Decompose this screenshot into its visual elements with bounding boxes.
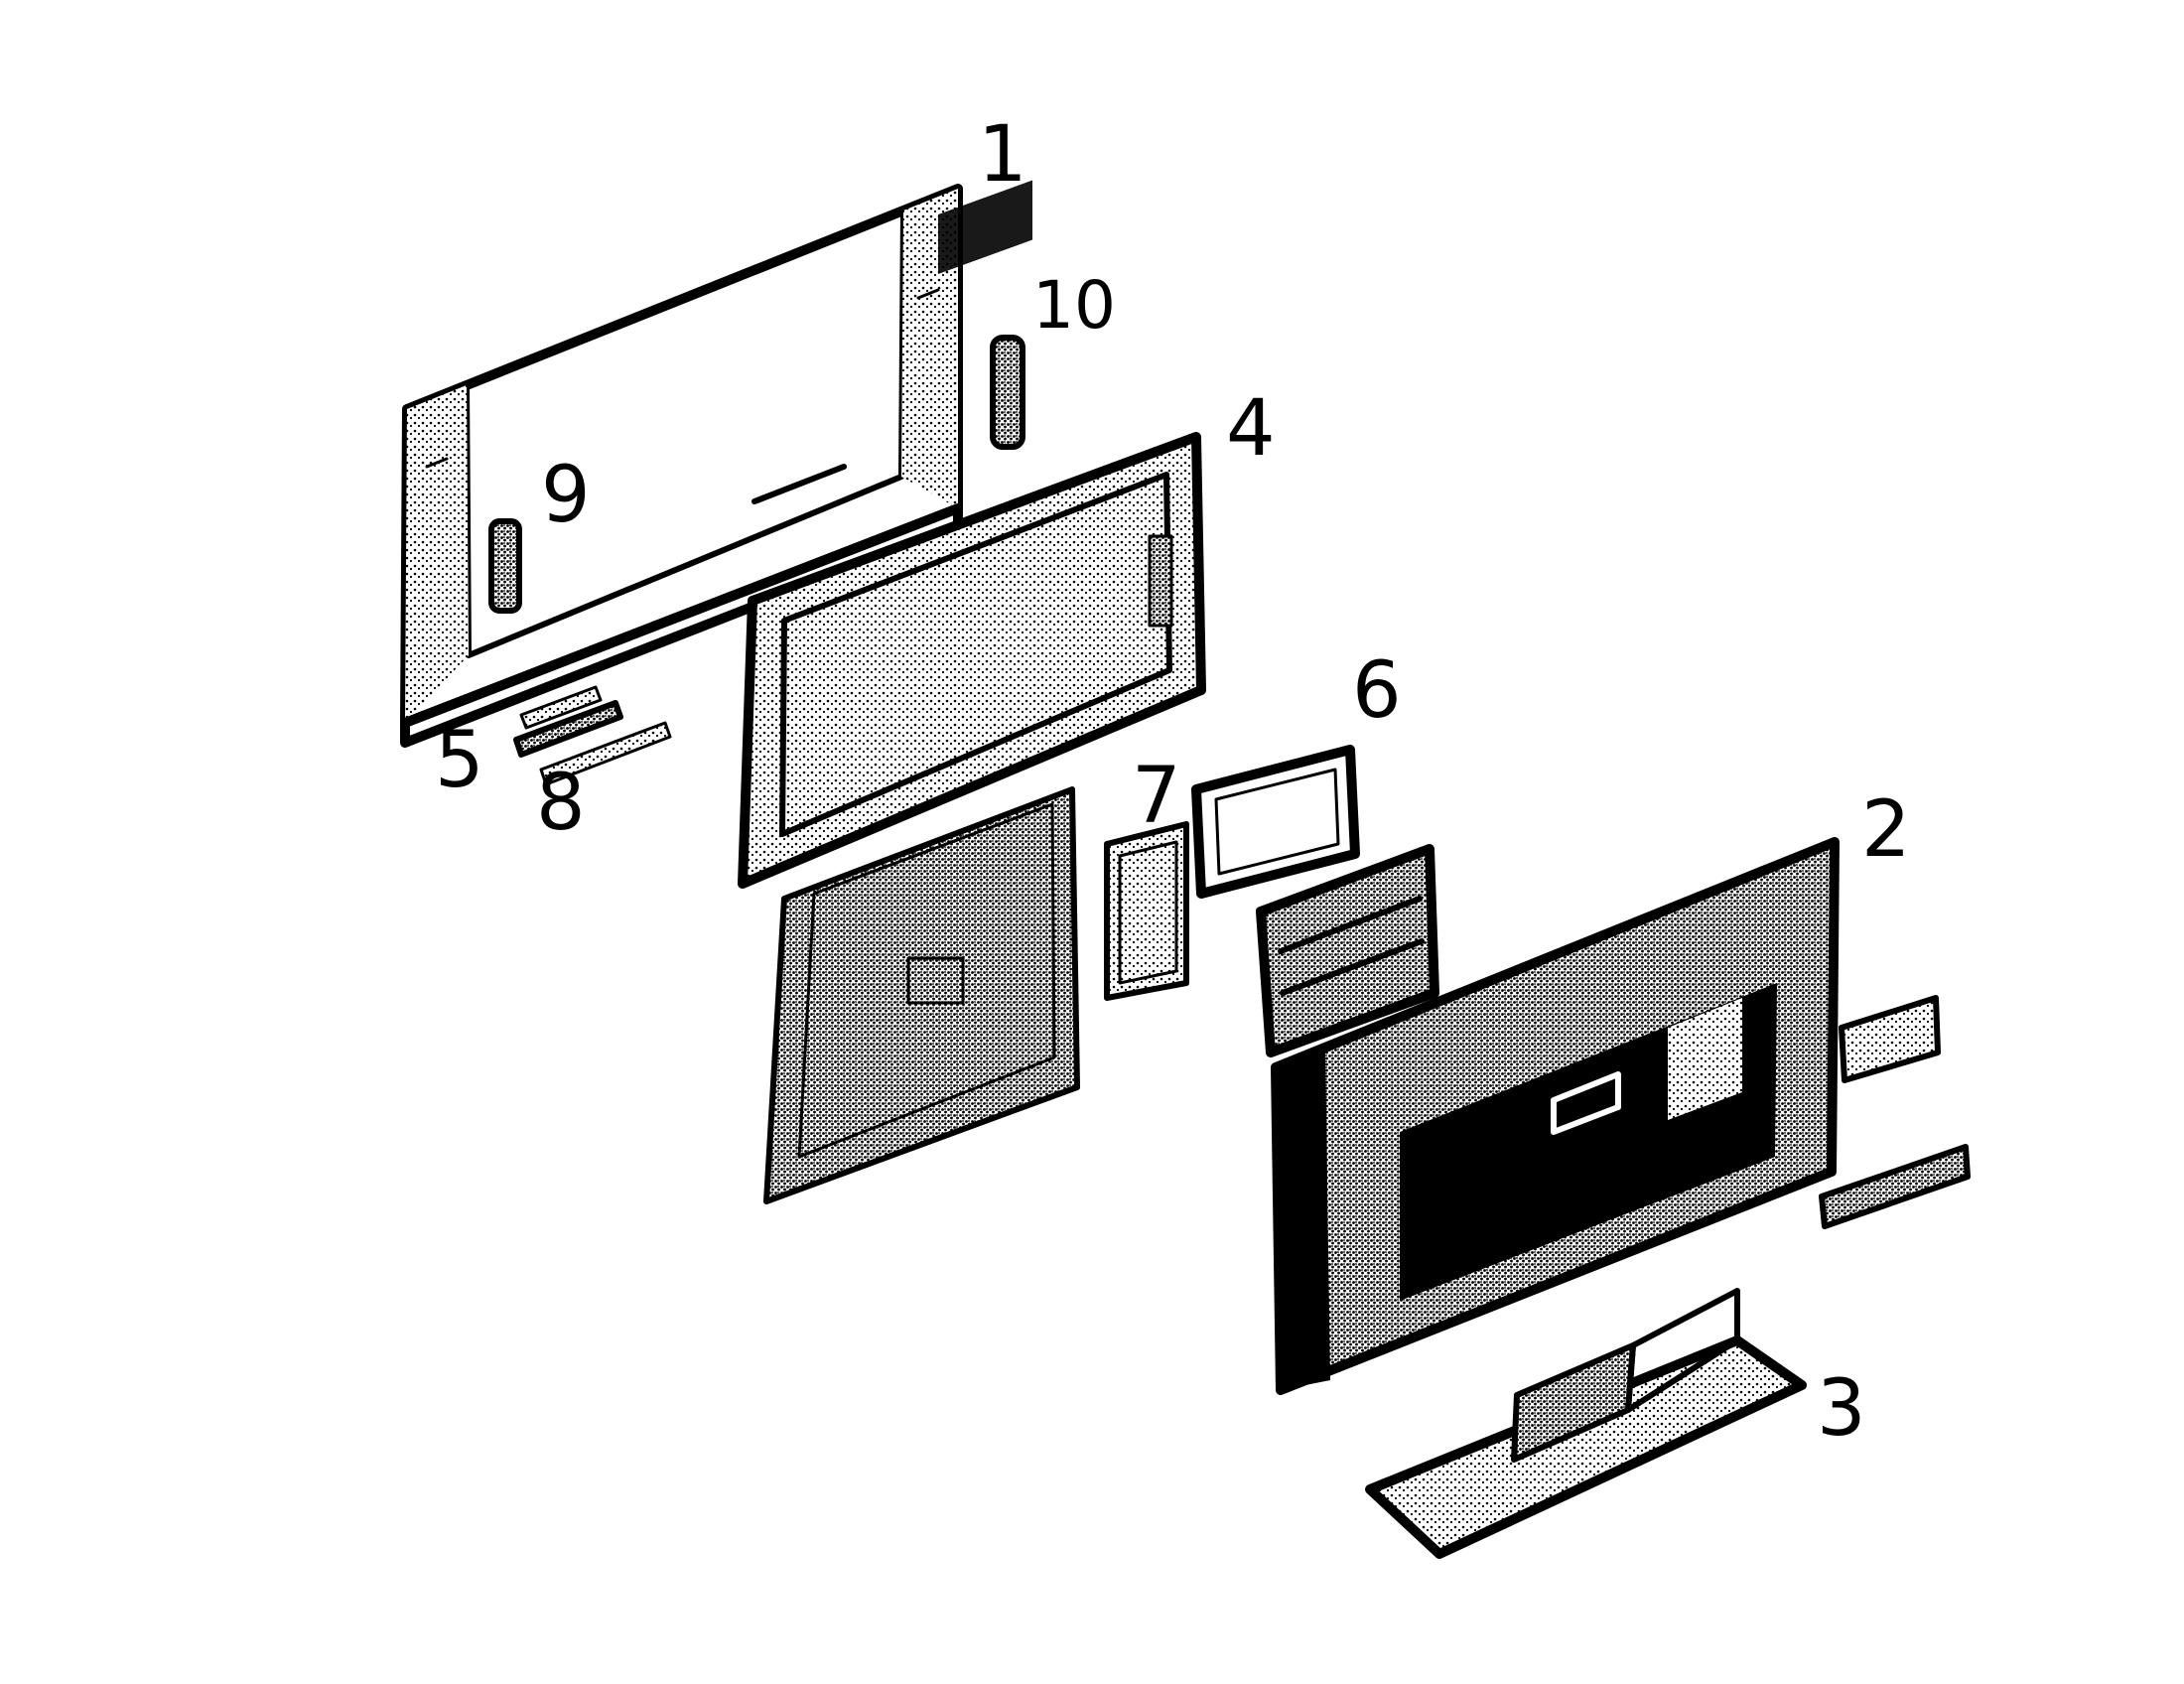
- speaker-block: [1256, 844, 1439, 1057]
- part-10-component: [990, 335, 1025, 450]
- part-3-stand: [1365, 1288, 1807, 1559]
- label-part-9: 9: [541, 451, 591, 540]
- part-9-button: [488, 518, 522, 614]
- part-7-board: [1104, 821, 1189, 1001]
- part-2-back-cover: [1271, 837, 1840, 1395]
- label-plate: [1839, 995, 1941, 1083]
- label-part-1: 1: [978, 110, 1027, 200]
- cable-strip: [1819, 1144, 1971, 1229]
- part-4-chassis: [738, 180, 1206, 1204]
- label-part-10: 10: [1032, 267, 1116, 344]
- label-part-5: 5: [435, 716, 484, 805]
- label-part-2: 2: [1861, 785, 1911, 875]
- label-part-3: 3: [1817, 1364, 1866, 1454]
- label-part-6: 6: [1352, 646, 1402, 736]
- part-5-strip: [513, 700, 623, 758]
- label-part-4: 4: [1226, 384, 1276, 474]
- part-6-frame: [1191, 745, 1360, 899]
- label-part-7: 7: [1132, 752, 1181, 841]
- part-8-strip: [539, 721, 672, 786]
- label-part-8: 8: [536, 759, 586, 848]
